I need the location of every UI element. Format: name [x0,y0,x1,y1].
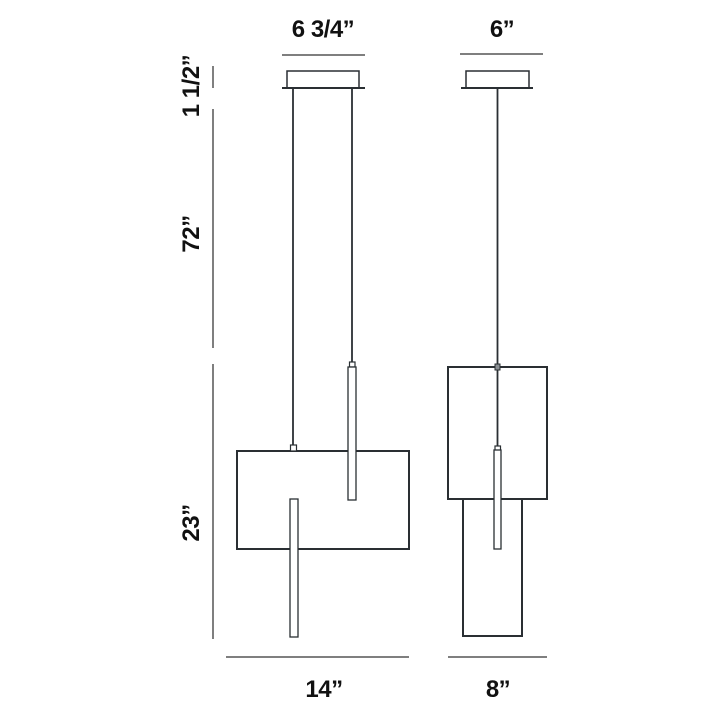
label-side-width: 8” [485,676,511,703]
label-canopy-height: 1 1/2” [178,54,205,118]
side-view [447,70,548,637]
label-cable-length: 72” [178,215,205,253]
front-tube-upper [347,366,357,501]
front-view [236,70,410,638]
front-shade [236,450,410,550]
label-canopy-side-width: 6” [489,16,515,43]
dimension-lines [212,53,547,658]
side-shade-lower [462,498,523,637]
label-fixture-height: 23” [178,504,205,542]
side-tube [493,449,502,550]
front-tube-lower [289,498,299,638]
label-canopy-front-width: 6 3/4” [291,16,355,43]
front-cable-cap-left [289,444,298,452]
label-front-width: 14” [305,676,343,703]
front-tube-cap [348,361,356,368]
side-cable-clip [494,363,501,371]
side-canopy [465,70,530,89]
front-canopy [286,70,360,89]
